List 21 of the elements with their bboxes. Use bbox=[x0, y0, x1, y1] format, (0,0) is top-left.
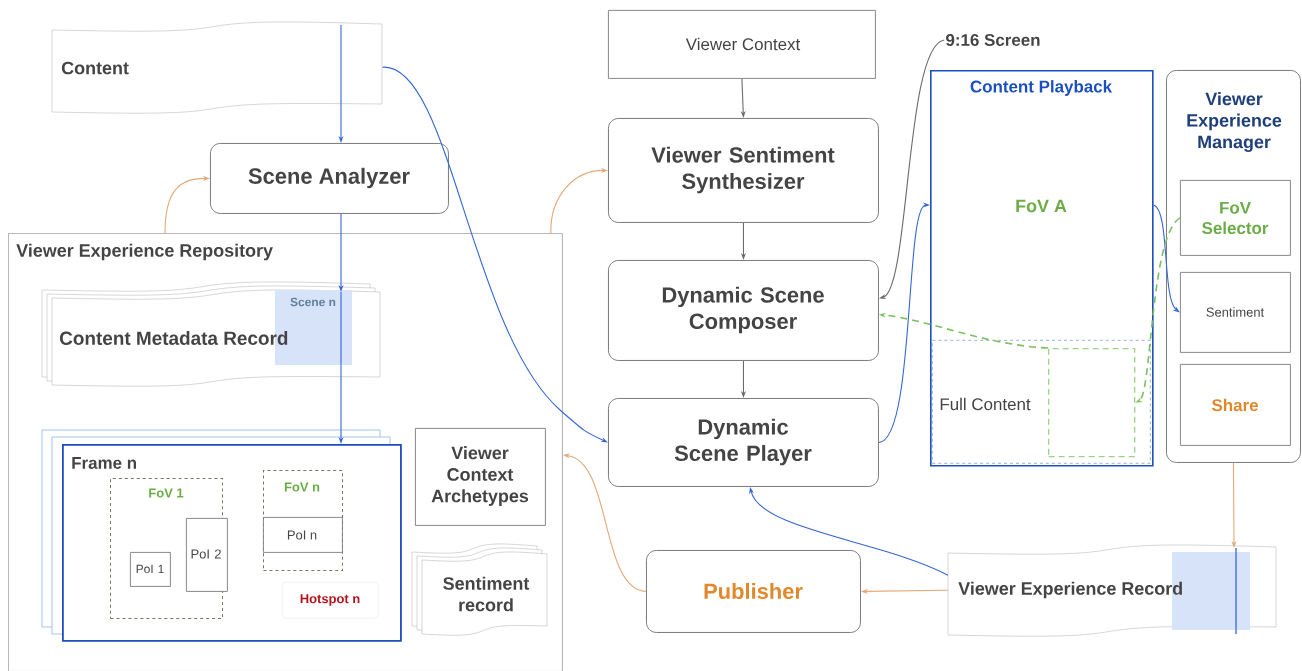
process-box: Dynamic Scene Composer bbox=[608, 260, 879, 361]
arrow bbox=[381, 66, 608, 443]
process-box: Scene Analyzer bbox=[210, 143, 449, 214]
process-box: Publisher bbox=[646, 550, 861, 633]
sentiment-box: Sentiment bbox=[1180, 272, 1291, 353]
dashed-box bbox=[1048, 348, 1136, 458]
poi-box: PoI n bbox=[263, 517, 343, 553]
share-box: Share bbox=[1180, 364, 1291, 446]
region-panel: Full Content bbox=[932, 340, 1151, 464]
document-stack: Content Metadata Record Scene n bbox=[41, 281, 381, 387]
arrow bbox=[1153, 204, 1180, 313]
document-stack: Sentiment record bbox=[411, 543, 548, 636]
poi-box: PoI 2 bbox=[186, 518, 228, 592]
poi-box: PoI 1 bbox=[130, 552, 171, 587]
archetype-box: Viewer Context Archetypes bbox=[415, 428, 546, 526]
selector-box: FoV Selector bbox=[1180, 180, 1291, 256]
process-box: Viewer Sentiment Synthesizer bbox=[608, 118, 879, 223]
process-box: Dynamic Scene Player bbox=[608, 398, 879, 487]
hotspot-box: Hotspot n bbox=[282, 582, 379, 619]
screen-label: 9:16 Screen bbox=[946, 34, 1040, 46]
input-box: Viewer Context bbox=[608, 10, 876, 79]
